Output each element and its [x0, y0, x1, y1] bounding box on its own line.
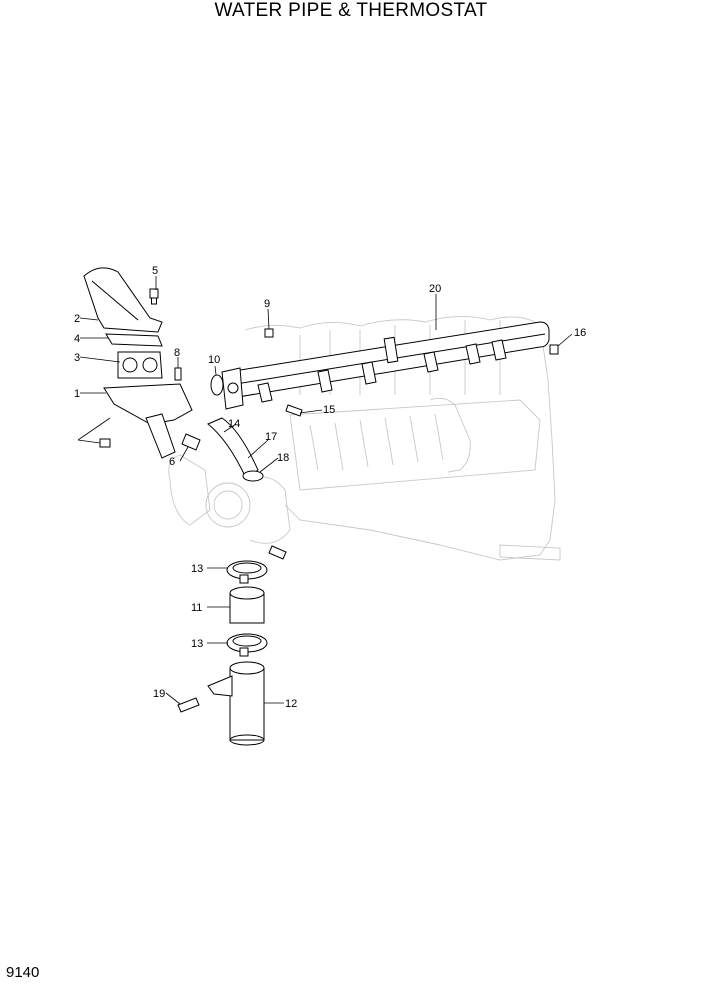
thermostat-housing-part [103, 383, 193, 459]
callout-12: 12 [285, 698, 297, 710]
bolt-16-part [549, 344, 559, 355]
clamp-18-part [242, 470, 264, 482]
callout-3: 3 [74, 352, 80, 364]
callout-13-upper: 13 [191, 563, 203, 575]
callout-9: 9 [264, 298, 270, 310]
callout-15: 15 [323, 404, 335, 416]
callout-17: 17 [265, 431, 277, 443]
page-code: 9140 [6, 964, 40, 981]
bolt-pump-part [268, 545, 287, 560]
clamp-13-lower-part [226, 633, 268, 657]
callout-4: 4 [74, 333, 80, 345]
callout-1: 1 [74, 388, 80, 400]
bolt-19-part [177, 697, 200, 713]
callout-8: 8 [174, 347, 180, 359]
clamp-13-upper-part [226, 560, 268, 584]
thermostat-part [117, 351, 163, 379]
callout-2: 2 [74, 313, 80, 325]
hose-11-part [229, 586, 265, 624]
page-title: WATER PIPE & THERMOSTAT [214, 0, 488, 21]
pipe-12-part [207, 661, 265, 746]
bolt-15-part [285, 404, 303, 417]
nut-9-part [264, 328, 274, 338]
callout-20: 20 [429, 283, 441, 295]
bolt-8-part [174, 367, 182, 381]
callout-19: 19 [153, 688, 165, 700]
water-pipe-part [221, 321, 550, 410]
callout-18: 18 [277, 452, 289, 464]
callout-11: 11 [191, 602, 202, 614]
bolt-5-part [149, 288, 159, 305]
callout-5: 5 [152, 265, 158, 277]
hose-part [207, 417, 259, 479]
callout-16: 16 [574, 327, 586, 339]
callout-14: 14 [228, 418, 240, 430]
thermostat-cover-part [83, 267, 163, 333]
bolt-lower-part [99, 438, 111, 448]
callout-labels: 5 2 4 3 1 8 9 10 20 16 6 14 15 17 18 13 … [74, 265, 586, 710]
callout-10: 10 [208, 354, 220, 366]
callout-6: 6 [169, 456, 175, 468]
gasket-part [105, 333, 163, 347]
leader-lines [77, 276, 573, 705]
o-ring-part [210, 374, 224, 396]
sensor-part [181, 433, 201, 451]
callout-13-lower: 13 [191, 638, 203, 650]
